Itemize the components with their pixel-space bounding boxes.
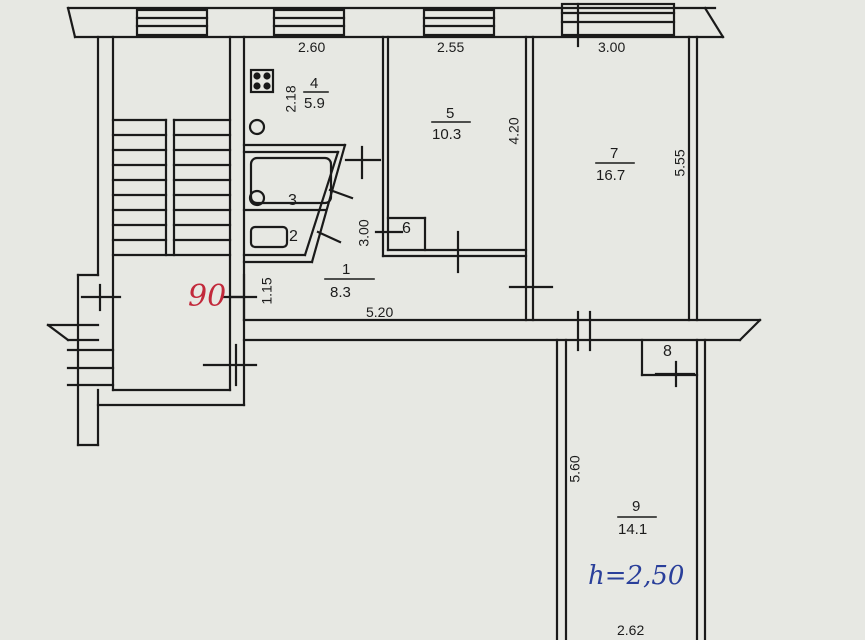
dimension-room7-height: 5.55: [671, 149, 688, 177]
dimension-room1-width: 5.20: [366, 304, 394, 320]
dimension-room4-width: 2.60: [298, 39, 326, 55]
exterior-wall-top: [66, 6, 725, 39]
dimension-room5-height: 4.20: [505, 117, 522, 145]
dimension-room9-height: 5.60: [566, 455, 583, 483]
room-8-number: 8: [663, 343, 672, 360]
window-top-2: [272, 8, 346, 37]
dimension-room9-width: 2.62: [617, 622, 645, 638]
wc-fixture: [249, 225, 289, 249]
stairwell: [46, 35, 258, 447]
room-5-number: 5: [446, 105, 455, 122]
dimension-room1-height: 3.00: [355, 219, 372, 247]
bathtub-fixture: [249, 156, 333, 205]
window-top-4: [560, 2, 676, 48]
room-9-area: 14.1: [618, 521, 648, 538]
room-2-number: 2: [289, 228, 298, 245]
door-marks: [228, 145, 696, 388]
room-1-area: 8.3: [330, 284, 351, 301]
apartment-number-handwritten: 90: [188, 279, 227, 314]
apartment-walls: [242, 35, 762, 640]
stove-fixture: [249, 68, 275, 94]
room-5-area: 10.3: [432, 126, 462, 143]
window-top-3: [422, 8, 496, 37]
dimension-room5-width: 2.55: [437, 39, 465, 55]
room-7-number: 7: [610, 145, 619, 162]
window-top-1: [135, 8, 209, 37]
dimension-room4-height: 2.18: [282, 85, 299, 113]
dimension-corridor-width: 1.15: [258, 277, 275, 305]
dimension-room7-width: 3.00: [598, 39, 626, 55]
ceiling-height-handwritten: h=2,50: [588, 561, 685, 591]
area-fraction-lines: [303, 91, 657, 518]
room-9-number: 9: [632, 498, 641, 515]
room-6-number: 6: [402, 220, 411, 237]
room-4-number: 4: [310, 75, 319, 92]
room-4-area: 5.9: [304, 95, 325, 112]
room-7-area: 16.7: [596, 167, 626, 184]
room-3-number: 3: [288, 192, 297, 209]
toilet-fixture: [248, 118, 266, 136]
room-1-number: 1: [342, 261, 351, 278]
